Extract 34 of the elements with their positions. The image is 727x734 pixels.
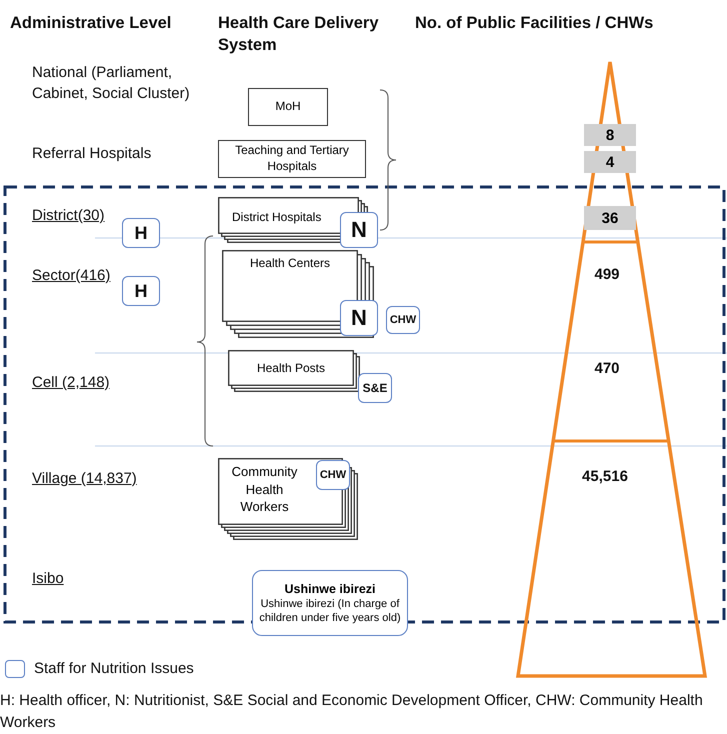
box-label: Health Posts (256, 360, 326, 376)
box-label: District Hospitals (232, 209, 322, 226)
level-name: Sector(416) (32, 266, 112, 286)
level-name: District(30) (32, 206, 106, 226)
staff-badge: CHW (316, 460, 350, 490)
staff-badge: S&E (358, 373, 392, 403)
card-title: Ushinwe ibirezi (284, 580, 376, 597)
count-number: 470 (593, 360, 621, 377)
staff-badge: N (340, 300, 378, 336)
footnote: H: Health officer, N: Nutritionist, S&E Social and Economic Development Officer, CHW: Community Health Workers (0, 691, 704, 733)
staff-badge: CHW (386, 306, 420, 334)
box-label: Health Centers (248, 255, 332, 272)
facility-box: MoH (248, 88, 328, 126)
column-heading: Health Care Delivery System (218, 13, 380, 56)
count-box: 8 (584, 124, 636, 146)
column-heading: Administrative Level (10, 13, 172, 34)
level-name: National (Parliament, Cabinet, Social Cluster) (32, 63, 191, 104)
count-number: 499 (593, 266, 621, 283)
count-box: 4 (584, 151, 636, 173)
level-name: Isibo (32, 569, 65, 589)
legend-text: Staff for Nutrition Issues (34, 660, 195, 677)
level-name: Referral Hospitals (32, 145, 152, 162)
level-name: Cell (2,148) (32, 373, 111, 393)
staff-card (252, 570, 408, 636)
level-name: Village (14,837) (32, 469, 138, 489)
staff-badge: H (122, 276, 160, 306)
column-heading: No. of Public Facilities / CHWs (415, 13, 654, 34)
facility-box: Teaching and Tertiary Hospitals (218, 140, 366, 178)
count-box: 36 (584, 206, 636, 230)
staff-badge: N (340, 212, 378, 248)
card-text: Ushinwe ibirezi (In charge of children under five years old) (258, 596, 402, 626)
count-number: 45,516 (581, 468, 629, 485)
staff-badge: H (122, 218, 160, 248)
box-label: Community Health Workers (230, 463, 298, 516)
